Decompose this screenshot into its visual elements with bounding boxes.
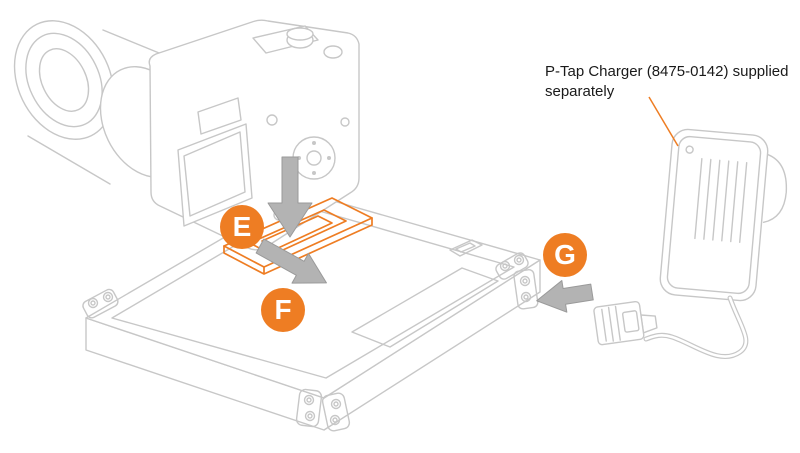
- charger-note: P-Tap Charger (8475-0142) supplied separ…: [545, 63, 789, 100]
- camera-illustration: [13, 19, 360, 251]
- charger-illustration: [659, 128, 788, 302]
- dtap-connector-illustration: [593, 300, 658, 346]
- step-badge-e: E: [220, 205, 264, 249]
- charger-cable: [643, 295, 749, 359]
- leader-line: [648, 96, 679, 147]
- step-badge-f: F: [261, 288, 305, 332]
- arrow-slide-icon: [255, 238, 327, 284]
- base-plate-illustration: [82, 191, 541, 432]
- arrow-plug-icon: [536, 280, 594, 313]
- arrow-down-icon: [267, 156, 313, 238]
- step-badge-g: G: [543, 233, 587, 277]
